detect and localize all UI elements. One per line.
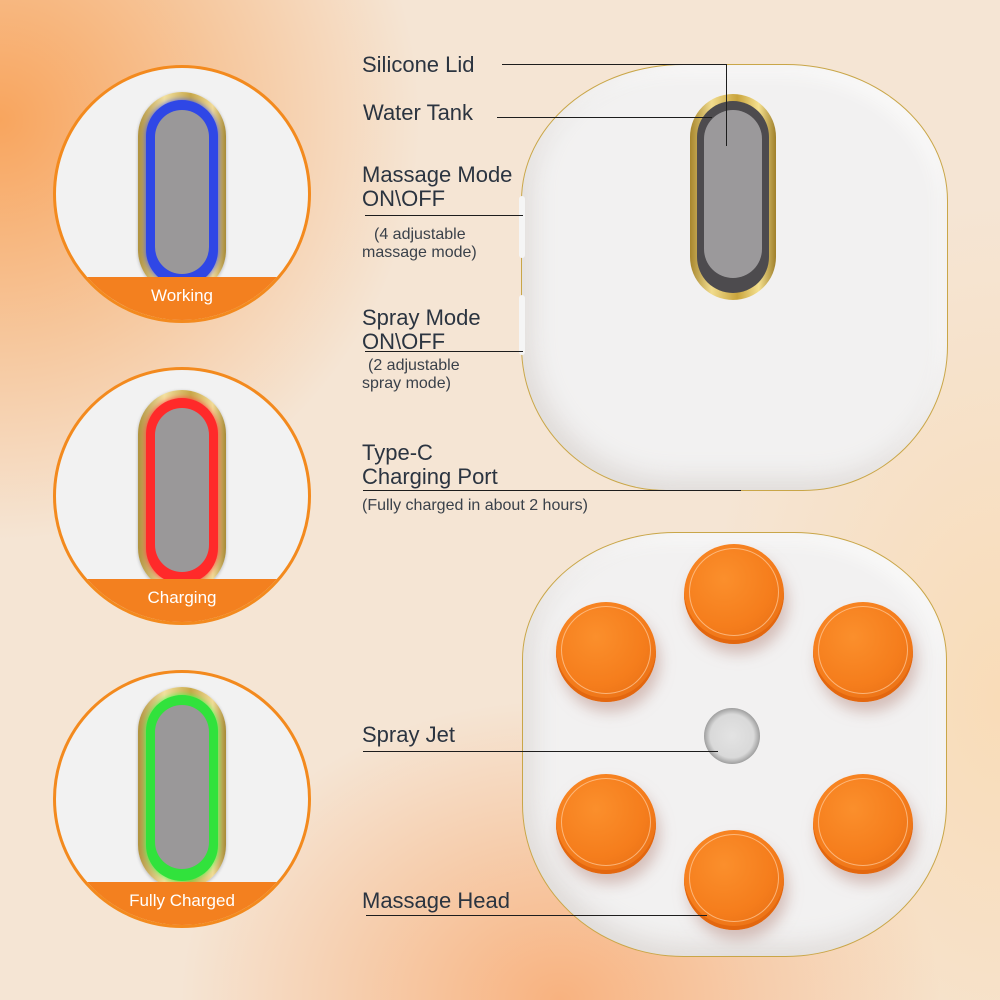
spray-mode-button <box>519 295 525 355</box>
callout-type-c-port: Type-C Charging Port <box>362 440 498 489</box>
status-label: Working <box>56 277 308 320</box>
water-tank-icon <box>690 94 776 300</box>
status-charging: Charging <box>53 367 311 625</box>
massage-mode-button <box>519 196 525 258</box>
massage-head-icon <box>813 602 913 702</box>
callout-spray-mode: Spray Mode ON\OFF <box>362 305 481 354</box>
status-label: Fully Charged <box>56 882 308 925</box>
indicator-light-icon <box>138 687 226 889</box>
callout-water-tank: Water Tank <box>363 100 474 125</box>
callout-massage-mode: Massage Mode ON\OFF <box>362 162 513 211</box>
massage-head-icon <box>684 830 784 930</box>
massage-head-icon <box>684 544 784 644</box>
callout-massage-mode-note: (4 adjustable massage mode) <box>362 226 477 261</box>
spray-jet-icon <box>704 708 760 764</box>
indicator-light-icon <box>138 92 226 294</box>
callout-massage-head: Massage Head <box>362 888 510 913</box>
callout-spray-mode-note: (2 adjustable spray mode) <box>362 357 460 392</box>
indicator-light-icon <box>138 390 226 592</box>
massage-head-icon <box>556 602 656 702</box>
device-top-view <box>521 64 948 491</box>
callout-spray-jet: Spray Jet <box>362 722 455 747</box>
callout-silicone-lid: Silicone Lid <box>362 52 475 77</box>
status-label: Charging <box>56 579 308 622</box>
status-working: Working <box>53 65 311 323</box>
massage-head-icon <box>556 774 656 874</box>
status-fully-charged: Fully Charged <box>53 670 311 928</box>
massage-head-icon <box>813 774 913 874</box>
callout-type-c-note: (Fully charged in about 2 hours) <box>362 497 588 514</box>
device-bottom-view <box>522 532 947 957</box>
